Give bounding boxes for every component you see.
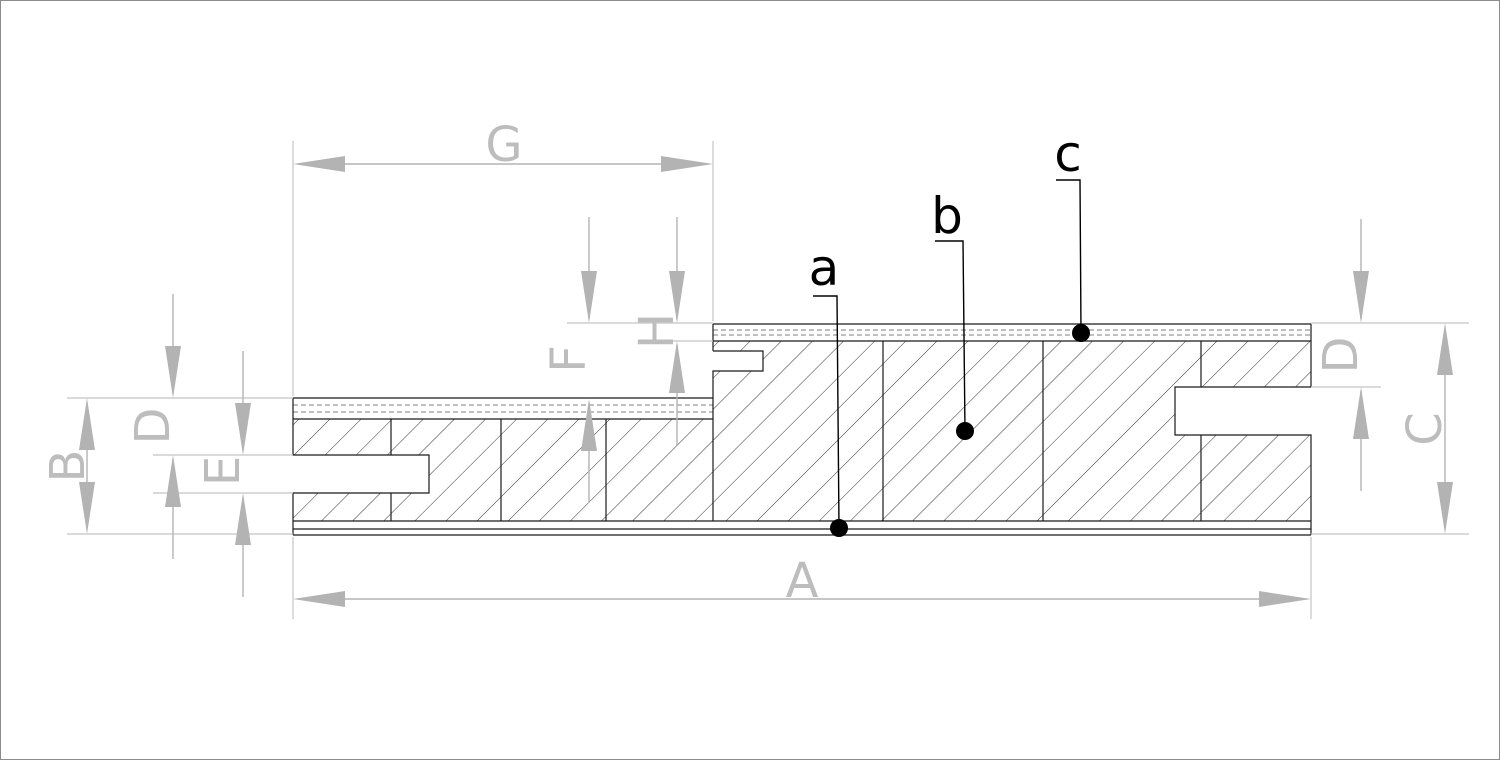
dimension-label-A: A (786, 553, 819, 609)
dimension-label-D-right: D (1313, 337, 1369, 374)
callout-label-b: b (931, 187, 963, 245)
board-outline (292, 323, 1312, 536)
callout-a: a (809, 239, 848, 537)
grooves (291, 351, 1315, 493)
dimension-B: B (40, 398, 96, 534)
dimension-G: G (293, 117, 713, 173)
dimension-label-F: F (541, 345, 597, 373)
callout-c: c (1054, 125, 1090, 342)
callout-a-marker (830, 519, 848, 537)
dimension-label-B: B (40, 450, 96, 483)
dimension-H: H (629, 217, 685, 445)
dimension-label-C: C (1397, 412, 1453, 446)
dimension-label-E: E (195, 456, 251, 486)
dimension-D-right: D (1313, 219, 1369, 491)
board-core (293, 341, 1311, 521)
dimension-label-D-left: D (125, 408, 181, 445)
dimension-D-left: D (125, 294, 181, 559)
callout-label-c: c (1054, 125, 1082, 183)
callout-b: b (931, 187, 974, 440)
dimension-A: A (293, 553, 1311, 609)
extension-lines (67, 141, 1469, 619)
callout-c-marker (1072, 324, 1090, 342)
dimension-E: E (195, 351, 251, 597)
callout-b-marker (956, 422, 974, 440)
dimension-label-H: H (629, 313, 685, 349)
dimension-C: C (1397, 323, 1453, 534)
dimension-F: F (541, 217, 597, 503)
callout-label-a: a (809, 239, 840, 297)
dimension-label-G: G (485, 117, 522, 173)
